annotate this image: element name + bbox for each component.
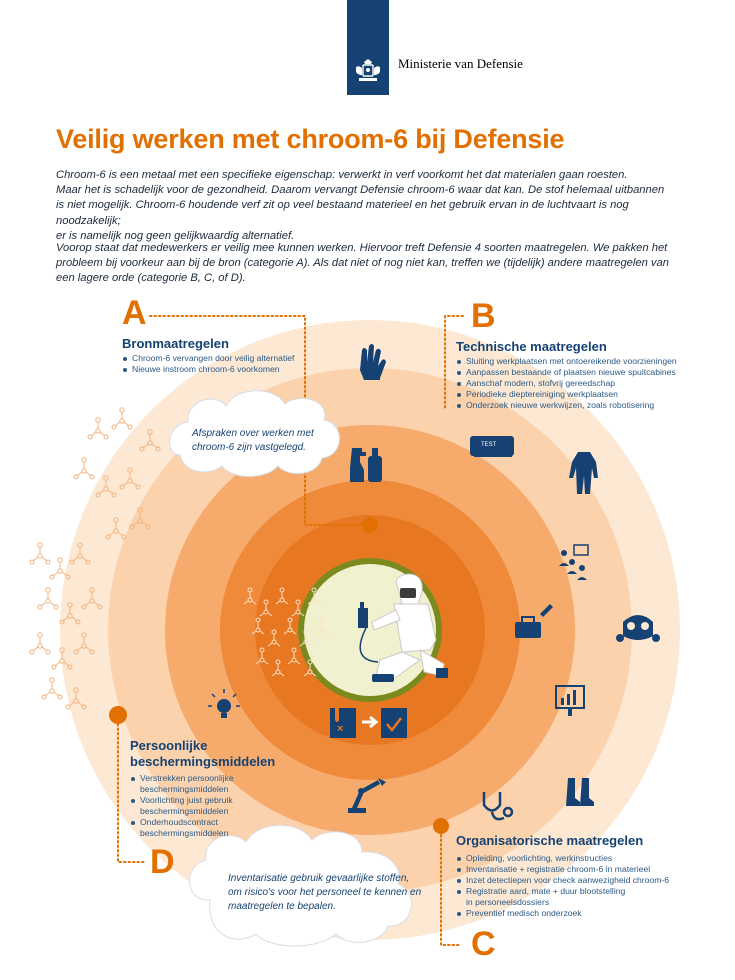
intro-line: Chroom-6 is een metaal met een specifiek… <box>56 169 628 181</box>
cloud-bottom <box>189 824 412 947</box>
list-item: Chroom-6 vervangen door veilig alternati… <box>122 353 294 364</box>
list-item: Sluiting werkplaatsen met ontoereikende … <box>456 356 677 367</box>
section-a-title: Bronmaatregelen <box>122 336 229 351</box>
marker-dot-a <box>362 517 378 533</box>
cloud-top-text: Afspraken over werken met chroom-6 zijn … <box>192 428 314 453</box>
intro-paragraph-1: Chroom-6 is een metaal met een specifiek… <box>56 168 686 244</box>
section-d-title-line2: beschermingsmiddelen <box>130 754 276 769</box>
spray-bottle-icon <box>350 448 382 482</box>
chart-board-icon <box>555 685 585 716</box>
intro-line: Voorop staat dat medewerkers er veilig m… <box>56 242 668 254</box>
category-letter-c: C <box>471 925 496 963</box>
category-letter-a: A <box>122 294 147 332</box>
glove-icon <box>360 344 386 380</box>
worker-illustration <box>358 573 448 682</box>
ministry-logo-bar <box>347 0 389 95</box>
coverall-icon <box>569 452 598 494</box>
list-item: Aanschaf modern, stofvrij gereedschap <box>456 378 677 389</box>
section-b-list: Sluiting werkplaatsen met ontoereikende … <box>456 356 677 411</box>
gas-mask-icon <box>616 615 660 642</box>
svg-text:×: × <box>337 723 343 735</box>
section-c-title: Organisatorische maatregelen <box>456 833 644 848</box>
section-d-title: Persoonlijke beschermingsmiddelen <box>130 738 275 770</box>
page-title: Veilig werken met chroom-6 bij Defensie <box>56 124 565 154</box>
ministry-name: Ministerie van Defensie <box>398 56 523 71</box>
marker-dot-c <box>433 818 449 834</box>
list-item: Opleiding, voorlichting, werkinstructies <box>456 853 669 864</box>
intro-line: probleem bij voorkeur aan bij de bron (c… <box>56 257 669 270</box>
category-letter-d: D <box>150 843 175 881</box>
section-c-list: Opleiding, voorlichting, werkinstructies… <box>456 853 669 919</box>
intro-line: is niet mogelijk. Chroom-6 houdende verf… <box>56 199 629 227</box>
lightbulb-head-icon <box>208 689 240 718</box>
intro-line: Maar het is schadelijk voor de gezondhei… <box>56 184 665 197</box>
list-item: Preventief medisch onderzoek <box>456 908 669 919</box>
intro-paragraph-2: Voorop staat dat medewerkers er veilig m… <box>56 241 686 287</box>
toolbox-icon <box>515 604 553 638</box>
section-a-list: Chroom-6 vervangen door veilig alternati… <box>122 353 294 375</box>
test-device-icon: TEST <box>470 436 514 457</box>
section-b-title: Technische maatregelen <box>456 339 607 354</box>
intro-line: een lagere orde (categorie B, C, of D). <box>56 272 246 285</box>
paint-swap-icon: × <box>330 708 407 738</box>
test-label: TEST <box>481 442 497 448</box>
list-item: Nieuwe instroom chroom-6 voorkomen <box>122 364 294 375</box>
list-item: Onderzoek nieuwe werkwijzen, zoals robot… <box>456 400 677 411</box>
meeting-icon <box>559 544 589 580</box>
list-item: Registratie aard, mate + duur blootstell… <box>456 886 669 908</box>
marker-dot-d <box>109 706 127 724</box>
coat-of-arms-icon <box>356 59 380 81</box>
cloud-bottom-text: Inventarisatie gebruik gevaarlijke stoff… <box>228 873 422 912</box>
list-item: Inventarisatie + registratie chroom-6 in… <box>456 864 669 875</box>
list-item: Aanpassen bestaande of plaatsen nieuwe s… <box>456 367 677 378</box>
category-letter-b: B <box>471 297 496 335</box>
list-item: Inzet detectiepen voor check aanwezighei… <box>456 875 669 886</box>
list-item: Periodieke dieptereiniging werkplaatsen <box>456 389 677 400</box>
intro-line: er is namelijk nog geen gelijkwaardig al… <box>56 229 295 242</box>
cloud-top <box>169 390 340 477</box>
stethoscope-icon <box>482 792 514 821</box>
boots-icon <box>566 778 594 806</box>
section-d-title-line1: Persoonlijke <box>130 738 208 753</box>
connector-lines <box>117 315 464 946</box>
robot-arm-icon <box>348 778 386 813</box>
